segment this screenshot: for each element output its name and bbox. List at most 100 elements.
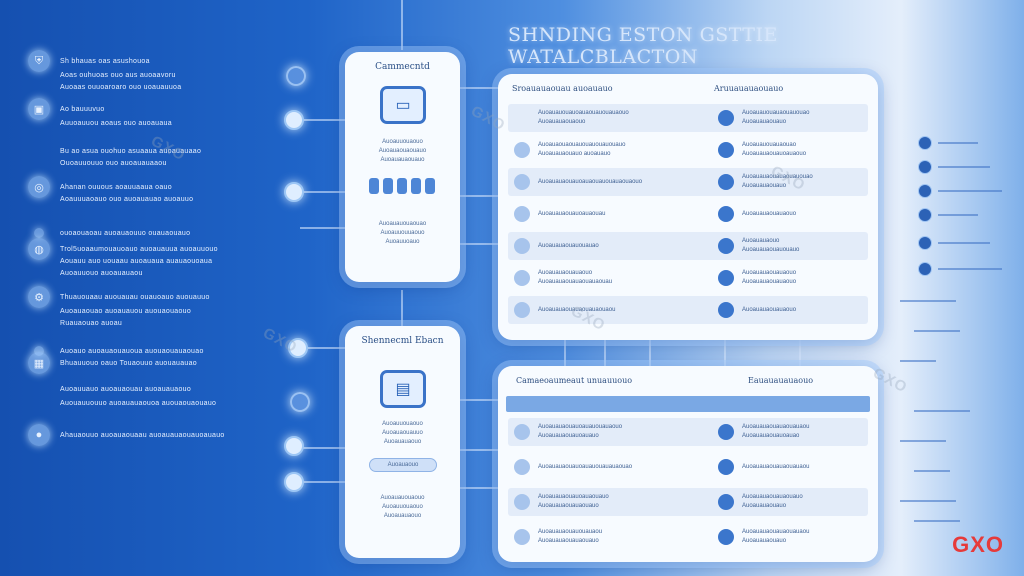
panel-row-right-text: Auoauauouauaouao	[742, 142, 797, 148]
panel-row-left-text: Auoauauaouauouauaou	[538, 529, 603, 535]
middle-bottom-bottom-line: Auoauauaouo	[383, 513, 422, 519]
panel-row-left-text: Auoauauaouauoauaouauo	[538, 494, 609, 500]
middle-bottom-lines: Auoauuouaouo Auoauaouauuo Auoauauaouo	[345, 420, 460, 447]
edge-dash	[900, 300, 956, 302]
pen-icon	[718, 459, 734, 475]
panel-row-left-text: Auoauauaouaouo	[538, 119, 586, 125]
left-list-text: Sh bhauas oas asushouoa	[60, 58, 150, 65]
panel-row-right-text: Auoauauaouauo	[742, 119, 787, 125]
bottom-panel: Camaeoaumeaut unuauuouo Eauauauauaouo Au…	[498, 366, 878, 562]
panel-row-right-text: Auoauauaouauaouauaou	[742, 424, 810, 430]
edge-dash	[900, 360, 936, 362]
panel-row-left-text: Auoauauaouauoauauo	[538, 433, 599, 439]
connector-node[interactable]	[284, 110, 304, 130]
dot-icon	[918, 208, 932, 222]
panel-row-left-text: Auoauauaouauaouo	[538, 270, 593, 276]
middle-bottom-line: Auoauaouauuo	[382, 430, 423, 436]
cart-icon	[514, 529, 530, 545]
globe-icon	[514, 270, 530, 286]
connector-node[interactable]	[286, 66, 306, 86]
panel-row[interactable]: Auoauauaouauoauauouauauaouao Auoauauaouau…	[508, 453, 868, 481]
panel-row-right-text: Auoauauaouauaouauo	[742, 494, 803, 500]
edge-dash	[938, 242, 990, 244]
middle-top-title: Cammecntd	[375, 62, 430, 72]
panel-row-right-text: Auoauauaouauo	[742, 503, 787, 509]
brand-logo: GXO	[952, 532, 1004, 557]
panel-row-right-text: Auoauauaouauo	[742, 538, 787, 544]
connector-node[interactable]	[284, 182, 304, 202]
left-list-text: Auuoauuou aoaus ouo auoauaua	[60, 120, 172, 127]
top-panel-left-head: Sroauauaouau auoauauo	[512, 84, 613, 93]
middle-bottom-title: Shennecml Ebacn	[361, 336, 444, 346]
grid-icon	[718, 424, 734, 440]
left-list-text: Ruauaouao auoau	[60, 320, 123, 327]
shield-icon: ⛨	[28, 50, 50, 72]
panel-row-right-text: Auoauauaouauaouo	[742, 279, 797, 285]
dot-icon	[34, 228, 44, 238]
left-list-text: Thuauouaau auouauau ouauoauo auouauuo	[60, 294, 210, 301]
middle-bottom-card: Shennecml Ebacn ▤ Auoauuouaouo Auoauaoua…	[345, 326, 460, 558]
edge-dash	[914, 520, 960, 522]
panel-row-right-text: Auoauauaouauaouauaou	[742, 464, 810, 470]
dot-icon	[918, 262, 932, 276]
bottom-panel-left-head: Camaeoaumeaut unuauuouo	[516, 376, 633, 385]
middle-top-bottom-line: Auoauuouuaouo	[380, 230, 425, 236]
left-list-text: Ahauaouuo auoauaouaau auoauauaouauoauauo	[60, 432, 225, 439]
pen-icon	[514, 302, 530, 318]
ring-icon	[918, 136, 932, 150]
middle-bottom-bottom-lines: Auoauauouaouo Auoauuouaouo Auoauauaouo	[345, 494, 460, 521]
connector-node[interactable]	[284, 436, 304, 456]
panel-row-left-text: Auoauauaouauoauauouauaouo	[538, 424, 623, 430]
middle-top-card: Cammecntd ▭ Auoauuouaouo Auoauaouaouauo …	[345, 52, 460, 282]
edge-dash	[938, 214, 978, 216]
middle-top-line: Auoauaouaouauo	[378, 148, 427, 154]
sliders-icon	[514, 142, 530, 158]
page-title: SHNDING ESTON GSTTIE WATALCBLACTON	[508, 24, 778, 68]
ring-icon	[918, 160, 932, 174]
panel-row-right-text: Auoauauaouauaouauouao	[742, 174, 813, 180]
panel-row[interactable]: Auoauauaouauoauaouauouauaouaouo Auoauauao…	[508, 168, 868, 196]
link-icon	[514, 206, 530, 222]
left-list-text: Auoauaouao auoauauou auouaouaouo	[60, 308, 192, 315]
top-panel: Sroauauaouau auoauauo Aruuauauaouauo Auo…	[498, 74, 878, 340]
edge-dash	[938, 190, 1002, 192]
connector-node[interactable]	[290, 392, 310, 412]
house-icon	[718, 110, 734, 126]
chip-icon: ▦	[28, 352, 50, 374]
edge-dash	[938, 268, 1002, 270]
left-list-text: Ahanan ouuous aoauuaaua oauo	[60, 184, 172, 191]
middle-bottom-line: Auoauuouaouo	[382, 421, 423, 427]
pin-icon	[718, 270, 734, 286]
left-list-text: Auoaas ouuoaroaro ouo uoauauuoa	[60, 84, 182, 91]
doc-icon	[514, 494, 530, 510]
edge-dash	[914, 330, 960, 332]
edge-dash	[914, 470, 950, 472]
left-list-text: Bu ao asua ouohuo asuaaua auoauauaao	[60, 148, 202, 155]
panel-row-left-text: Auoauauaouauaouauaouau	[538, 279, 613, 285]
edge-dash	[938, 142, 978, 144]
panel-row-left-text: Auoauauaouauoauaouauouauaouaouo	[538, 179, 643, 185]
middle-bottom-bottom-line: Auoauuouaouo	[382, 504, 423, 510]
panel-row-left-text: Auoauauaouauaouauaouaou	[538, 307, 616, 313]
middle-bottom-pill[interactable]: Auoauaouo	[369, 458, 437, 472]
panel-row-right-text: Auoauauaouo	[742, 238, 780, 244]
inbox-icon: ▭	[380, 86, 426, 124]
watermark: GXO	[260, 324, 301, 357]
panel-row-right-text: Auoauauaouauaouo	[742, 211, 797, 217]
connector-node[interactable]	[288, 338, 308, 358]
panel-row-left-text: Auoauauaouauoauauouauauaouao	[538, 464, 633, 470]
connector-node[interactable]	[284, 472, 304, 492]
left-list-text: Auouauuouuo auoauauaouoa auouaouaouauo	[60, 400, 217, 407]
edge-dash	[938, 166, 990, 168]
globe-icon	[514, 459, 530, 475]
left-list-text: Bhuauuouo oauo Touaouuo auouauauao	[60, 360, 197, 367]
